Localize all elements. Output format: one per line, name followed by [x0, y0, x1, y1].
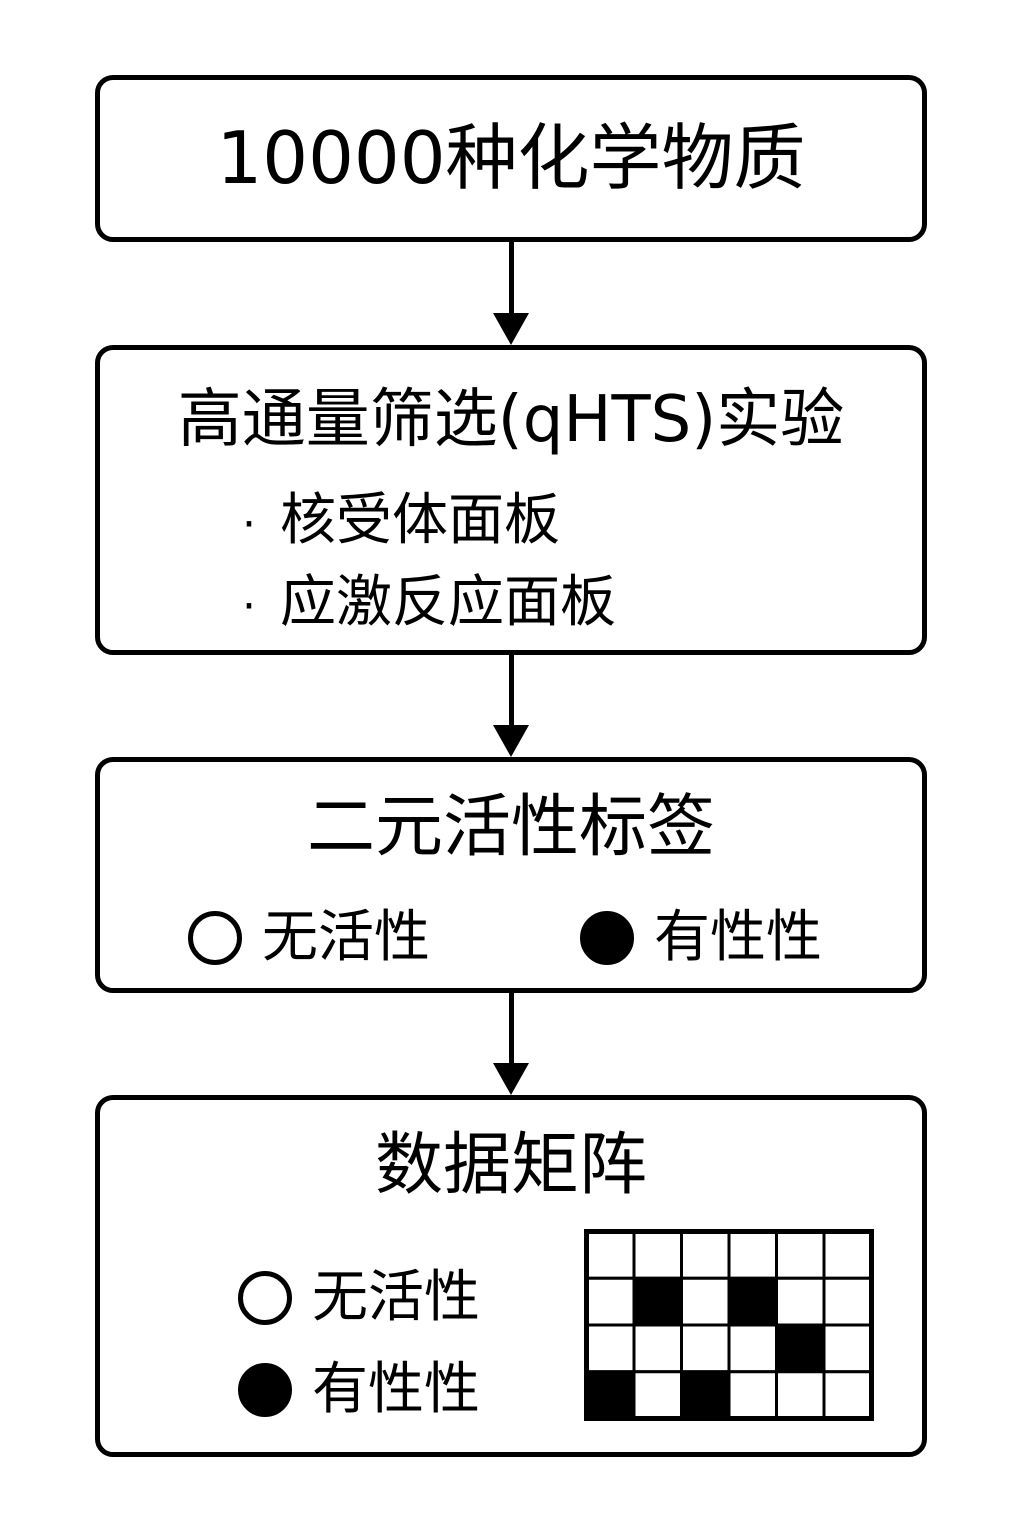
matrix-cell-inactive	[585, 1276, 636, 1327]
step-qhts-title: 高通量筛选(qHTS)实验	[177, 383, 845, 457]
matrix-cell-inactive	[632, 1323, 683, 1374]
matrix-cell-inactive	[775, 1370, 826, 1420]
filled-circle-icon	[238, 1363, 292, 1417]
matrix-cell-active	[585, 1370, 636, 1420]
matrix-cell-inactive	[775, 1276, 826, 1327]
matrix-cell-inactive	[585, 1230, 636, 1280]
matrix-cell-inactive	[632, 1230, 683, 1280]
legend-active: 有性性	[238, 1362, 480, 1418]
matrix-cell-active	[727, 1276, 778, 1327]
matrix-cell-active	[775, 1323, 826, 1374]
list-item: · 应激反应面板	[242, 564, 616, 646]
matrix-cell-inactive	[822, 1370, 873, 1420]
matrix-cell-inactive	[775, 1230, 826, 1280]
step-binary-label-box: 二元活性标签 无活性 有性性	[95, 757, 927, 993]
legend-inactive-label: 无活性	[312, 1265, 480, 1330]
data-matrix-grid	[584, 1229, 874, 1421]
matrix-border	[584, 1229, 874, 1421]
empty-circle-icon	[238, 1271, 292, 1325]
matrix-cell-inactive	[727, 1323, 778, 1374]
legend-inactive: 无活性	[238, 1270, 480, 1326]
legend-inactive-label: 无活性	[262, 905, 430, 970]
panel-label-stress-response: 应激反应面板	[280, 570, 616, 635]
matrix-cell-active	[632, 1276, 683, 1327]
matrix-cell-inactive	[822, 1323, 873, 1374]
empty-circle-icon	[188, 911, 242, 965]
step-chemicals-title: 10000种化学物质	[216, 116, 806, 200]
matrix-cell-inactive	[585, 1323, 636, 1374]
matrix-cell-inactive	[632, 1370, 683, 1420]
matrix-cell-inactive	[822, 1230, 873, 1280]
matrix-cell-inactive	[822, 1276, 873, 1327]
matrix-cell-inactive	[727, 1230, 778, 1280]
matrix-cell-inactive	[727, 1370, 778, 1420]
step-data-matrix-title: 数据矩阵	[374, 1126, 647, 1205]
bullet-dot: ·	[242, 581, 256, 632]
matrix-cell-inactive	[680, 1323, 731, 1374]
step-chemicals-box: 10000种化学物质	[95, 75, 927, 242]
qhts-panel-list: · 核受体面板 · 应激反应面板	[242, 482, 616, 646]
step-binary-label-title: 二元活性标签	[306, 788, 715, 867]
matrix-cell-active	[680, 1370, 731, 1420]
legend-active-label: 有性性	[654, 905, 822, 970]
matrix-cell-inactive	[680, 1230, 731, 1280]
filled-circle-icon	[580, 911, 634, 965]
step-data-matrix-box: 数据矩阵 无活性 有性性	[95, 1095, 927, 1457]
panel-label-nuclear-receptor: 核受体面板	[280, 488, 560, 553]
step-qhts-box: 高通量筛选(qHTS)实验 · 核受体面板 · 应激反应面板	[95, 345, 927, 655]
list-item: · 核受体面板	[242, 482, 616, 564]
legend-inactive: 无活性	[188, 910, 430, 966]
bullet-dot: ·	[242, 499, 256, 550]
legend-active-label: 有性性	[312, 1357, 480, 1422]
legend-active: 有性性	[580, 910, 822, 966]
matrix-cell-inactive	[680, 1276, 731, 1327]
